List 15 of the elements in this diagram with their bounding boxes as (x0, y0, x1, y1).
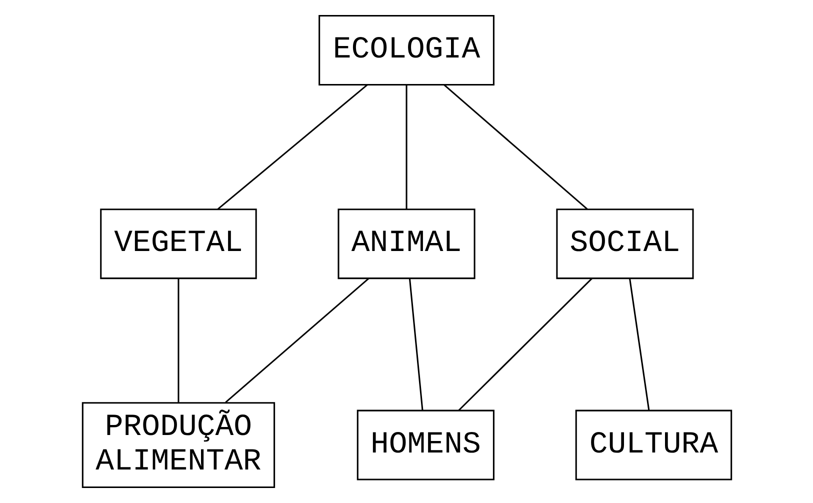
node-box: PRODUÇÃO ALIMENTAR (81, 402, 275, 488)
connector (405, 85, 407, 210)
connector (408, 278, 423, 411)
connector (224, 278, 369, 403)
connector (177, 278, 179, 402)
connector (458, 278, 592, 412)
node-box: HOMENS (356, 410, 494, 480)
connector (443, 84, 588, 210)
node-box: SOCIAL (556, 208, 694, 280)
node-box: ECOLOGIA (318, 15, 494, 86)
connector (216, 84, 368, 210)
connector (628, 278, 650, 411)
node-box: CULTURA (574, 410, 732, 480)
node-box: ANIMAL (337, 208, 475, 280)
node-box: VEGETAL (100, 208, 256, 280)
